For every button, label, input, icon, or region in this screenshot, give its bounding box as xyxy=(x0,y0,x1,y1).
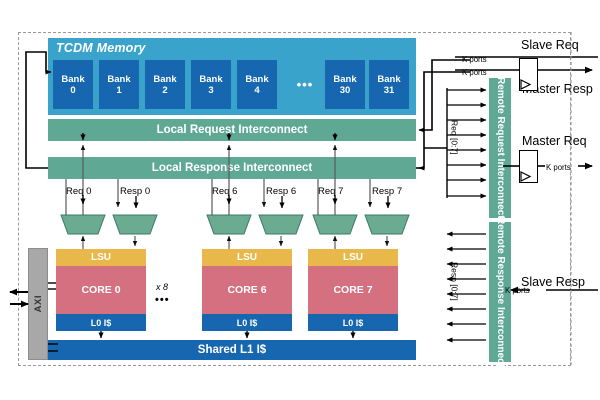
remote-response-interconnect-label: Remote Response Interconnect xyxy=(495,216,506,368)
core-6: CORE 6 xyxy=(202,266,292,314)
resp-label-6: Resp 6 xyxy=(266,186,297,197)
bank-label: Bank xyxy=(61,73,85,85)
remote-request-interconnect-label: Remote Request Interconnect xyxy=(495,77,506,219)
req-bus-text: Req [0:7] xyxy=(449,120,460,155)
l0-icache-core-6: L0 I$ xyxy=(202,314,292,331)
shared-l1-icache: Shared L1 I$ xyxy=(48,340,416,360)
bank-index: 1 xyxy=(116,84,122,96)
req-label-7: Req 7 xyxy=(318,186,344,197)
bank-index: 3 xyxy=(208,84,214,96)
resp-label-0: Resp 0 xyxy=(120,186,151,197)
l0-icache-core-7: L0 I$ xyxy=(308,314,398,331)
remote-response-interconnect: Remote Response Interconnect xyxy=(489,217,511,367)
bank-3: Bank 3 xyxy=(191,60,231,109)
cluster-boundary xyxy=(18,32,571,366)
master-req-label: Master Req xyxy=(522,134,587,148)
slave-req-label: Slave Req xyxy=(521,38,579,52)
lsu-core-0: LSU xyxy=(56,249,146,266)
bank-label: Bank xyxy=(153,73,177,85)
bank-index: 30 xyxy=(339,84,351,96)
bank-2: Bank 2 xyxy=(145,60,185,109)
bank-label: Bank xyxy=(377,73,401,85)
lsu-core-7: LSU xyxy=(308,249,398,266)
lsu-core-6: LSU xyxy=(202,249,292,266)
slave-resp-label: Slave Resp xyxy=(521,275,585,289)
bank-label: Bank xyxy=(107,73,131,85)
bank-index: 31 xyxy=(383,84,395,96)
bank-index: 4 xyxy=(254,84,260,96)
l0-icache-core-0: L0 I$ xyxy=(56,314,146,331)
local-request-interconnect: Local Request Interconnect xyxy=(48,119,416,141)
core-multiplier-dots: ••• xyxy=(155,294,170,306)
bank-30: Bank 30 xyxy=(325,60,365,109)
k-ports-label-1: K ports xyxy=(462,55,487,64)
req-label-0: Req 0 xyxy=(66,186,92,197)
local-response-interconnect: Local Response Interconnect xyxy=(48,157,416,179)
resp-bus-text: Resp [0:7] xyxy=(449,262,460,301)
core-multiplier-label: x 8 xyxy=(156,282,169,292)
bank-label: Bank xyxy=(245,73,269,85)
bank-0: Bank 0 xyxy=(53,60,93,109)
bank-index: 2 xyxy=(162,84,168,96)
bank-4: Bank 4 xyxy=(237,60,277,109)
core-0: CORE 0 xyxy=(56,266,146,314)
bank-ellipsis: ••• xyxy=(296,77,314,92)
bank-1: Bank 1 xyxy=(99,60,139,109)
req-label-6: Req 6 xyxy=(212,186,238,197)
req-bus-label: Req [0:7] xyxy=(449,120,460,155)
master-req-register xyxy=(519,150,538,183)
resp-label-7: Resp 7 xyxy=(372,186,403,197)
tcdm-title: TCDM Memory xyxy=(56,41,146,55)
core-7: CORE 7 xyxy=(308,266,398,314)
bank-label: Bank xyxy=(199,73,223,85)
k-ports-label-3: K ports xyxy=(546,163,571,172)
remote-request-interconnect: Remote Request Interconnect xyxy=(489,77,511,219)
bank-index: 0 xyxy=(70,84,76,96)
k-ports-label-2: K ports xyxy=(462,68,487,77)
resp-bus-label: Resp [0:7] xyxy=(449,262,460,301)
bank-label: Bank xyxy=(333,73,357,85)
master-resp-label: Master Resp xyxy=(522,82,593,96)
bank-31: Bank 31 xyxy=(369,60,409,109)
slave-req-register xyxy=(519,58,538,91)
